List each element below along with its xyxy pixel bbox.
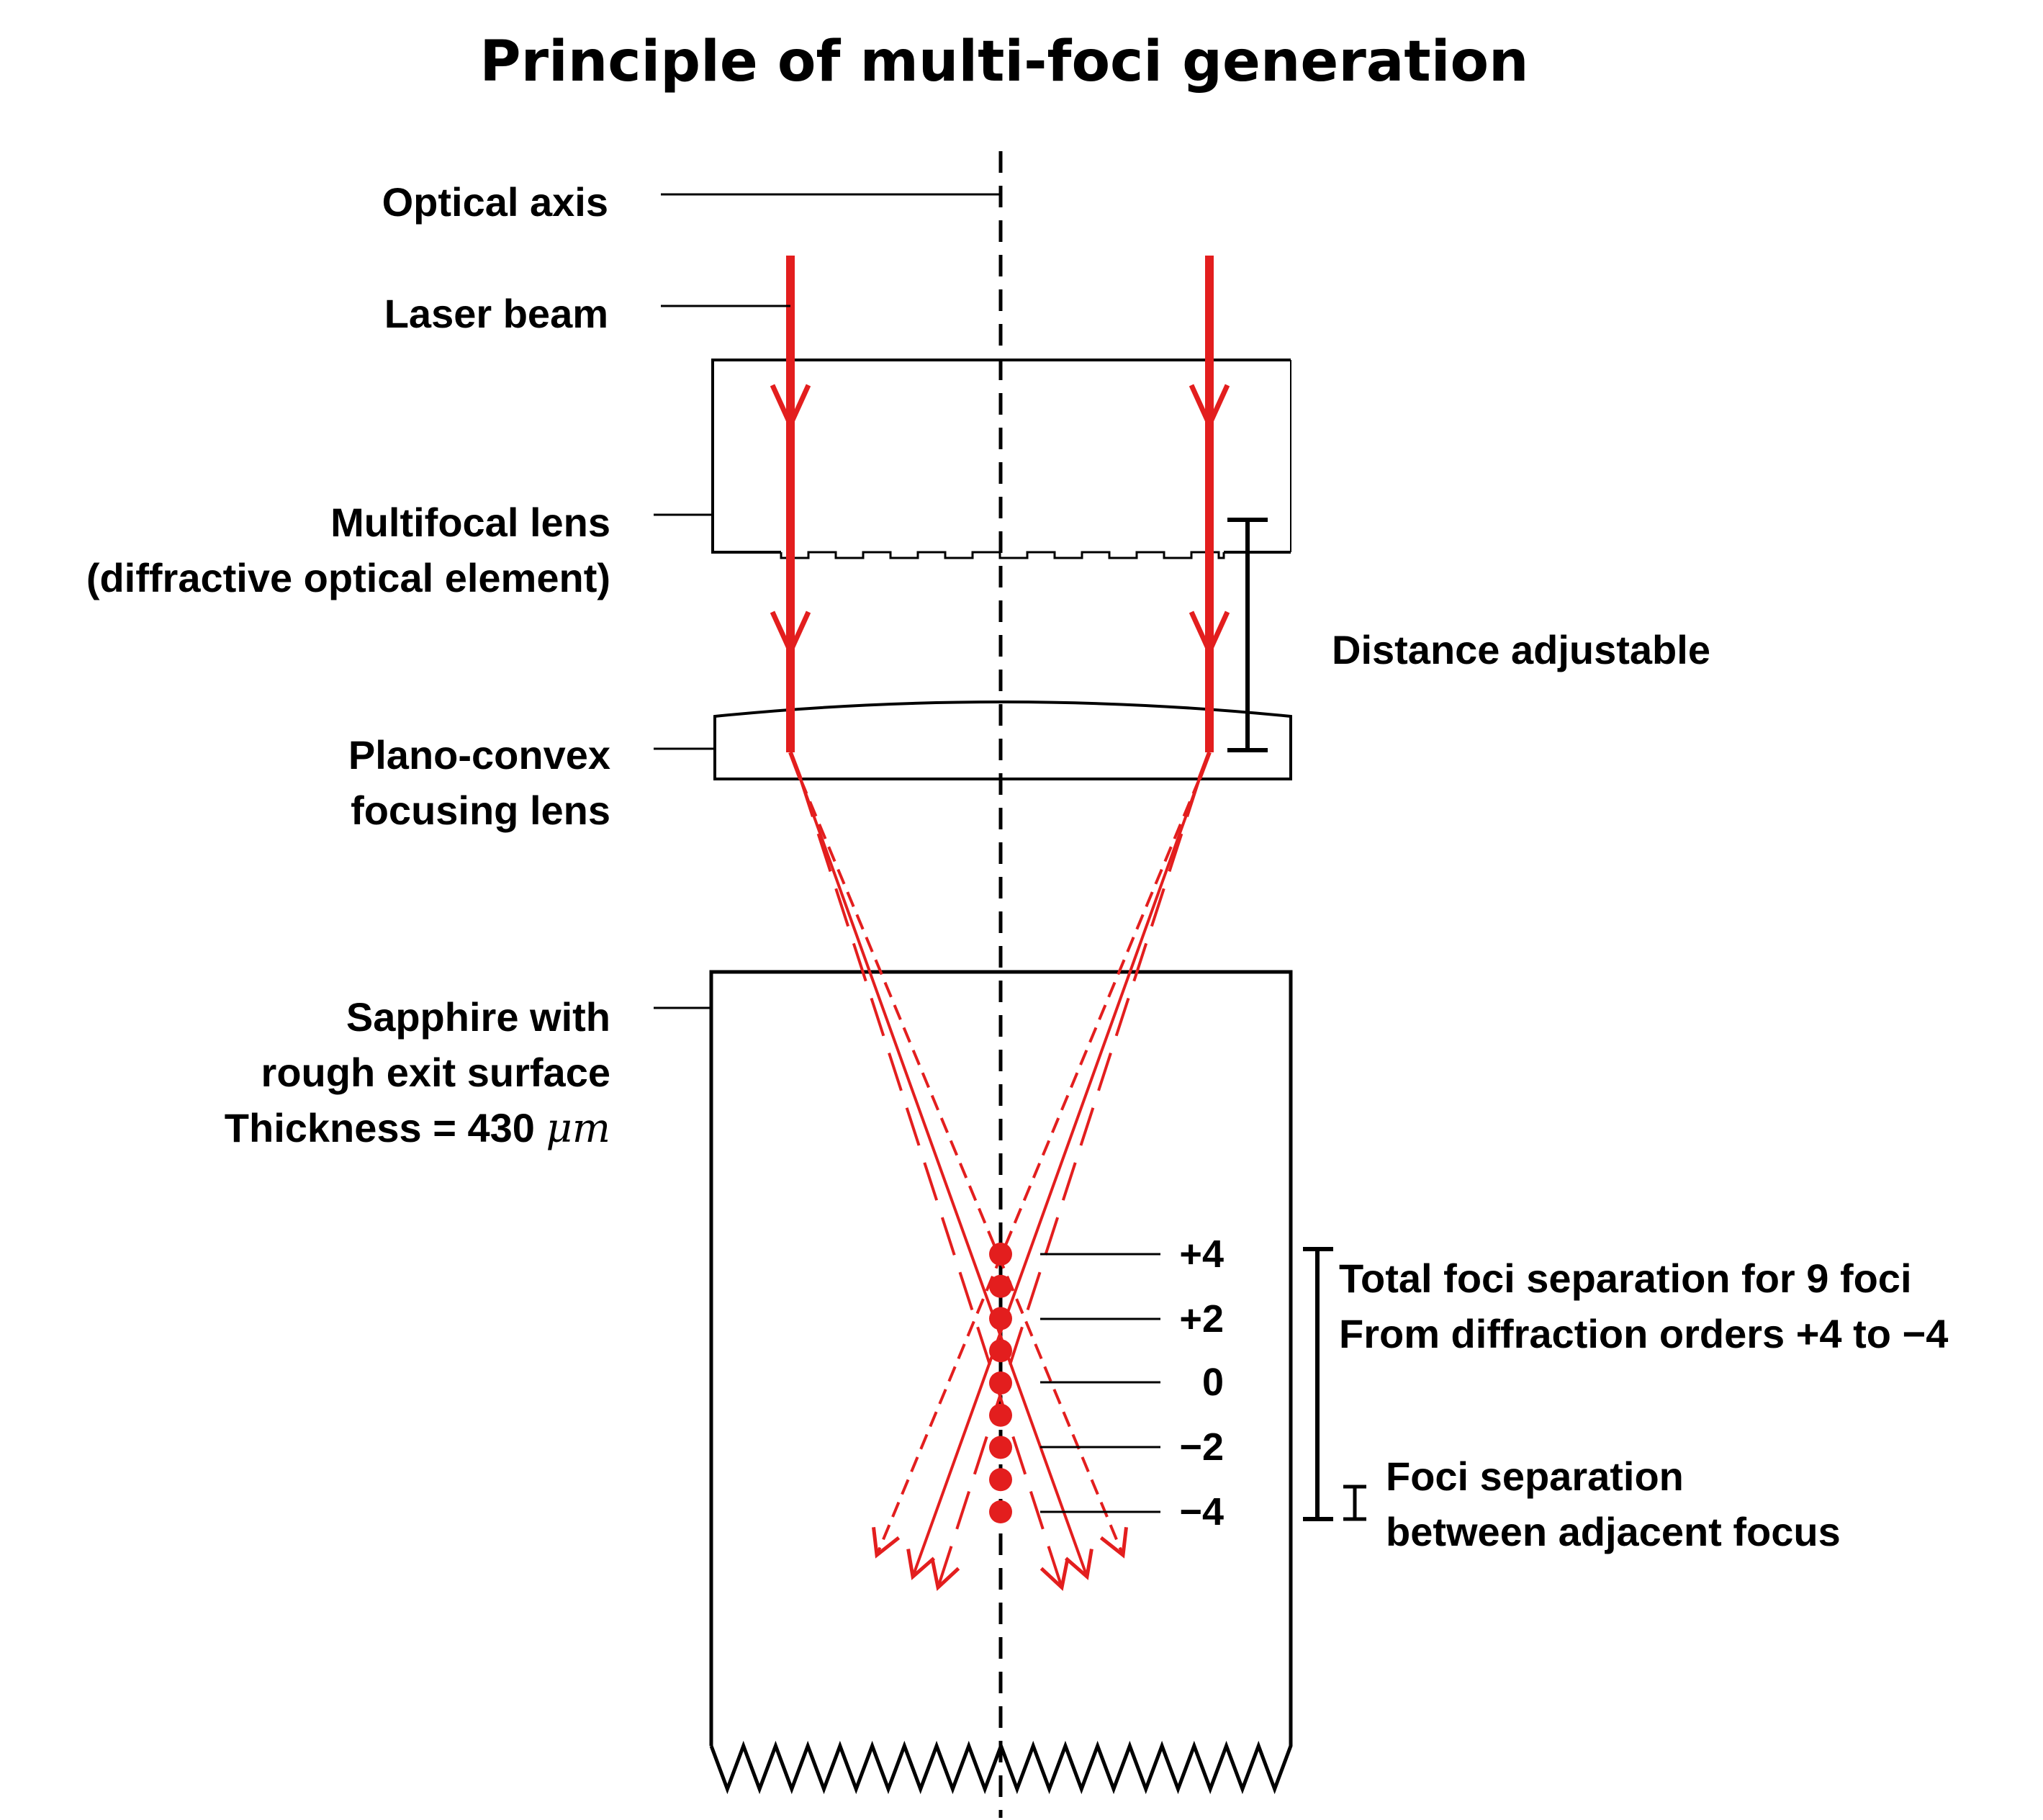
distance-adjustable-bracket [1227, 518, 1268, 752]
label-multifocal-lens: Multifocal lens [330, 500, 610, 545]
foci-points [989, 1243, 1012, 1523]
ray-right-solid [906, 778, 1201, 1580]
left-leaders [654, 193, 1001, 1009]
label-optical-axis: Optical axis [382, 179, 608, 225]
focus-point [989, 1371, 1012, 1395]
ray-left-long-dash [799, 778, 1070, 1591]
total-separation-bracket [1303, 1247, 1333, 1521]
order-label-0: 0 [1202, 1361, 1224, 1404]
multifocal-lens [711, 359, 1291, 559]
page-title: Principle of multi-foci generation [479, 30, 1528, 94]
focus-point [989, 1468, 1012, 1492]
converging-rays [799, 778, 1201, 1591]
label-diffraction-orders: From diffraction orders +4 to −4 [1339, 1311, 1948, 1356]
beam-arrowhead-right-upper [1189, 384, 1230, 426]
focus-point [989, 1307, 1012, 1330]
ray-left-solid [799, 778, 1093, 1580]
label-focusing-lens: focusing lens [351, 788, 610, 833]
focus-point [989, 1243, 1012, 1266]
label-foci-separation: Foci separation [1386, 1454, 1684, 1499]
label-rough-exit-surface: rough exit surface [261, 1050, 610, 1095]
order-label-plus4: +4 [1179, 1233, 1224, 1276]
label-diffractive-element: (diffractive optical element) [86, 555, 610, 600]
ray-right-long-dash [930, 778, 1201, 1591]
focus-point [989, 1436, 1012, 1459]
beam-arrowhead-left-lower [770, 611, 811, 653]
beam-arrowhead-right-lower [1189, 611, 1230, 653]
order-label-minus2: −2 [1179, 1425, 1224, 1469]
label-thickness: Thickness = 430 μm [225, 1105, 610, 1152]
label-distance-adjustable: Distance adjustable [1332, 627, 1710, 672]
focus-point [989, 1339, 1012, 1363]
label-laser-beam: Laser beam [384, 291, 608, 336]
laser-beams [770, 256, 1230, 780]
focus-point [989, 1500, 1012, 1523]
focus-point [989, 1403, 1012, 1427]
ray-left-short-dash [799, 778, 1128, 1559]
order-labels: +4 +2 0 −2 −4 [1179, 1233, 1224, 1533]
order-leaders [1040, 1253, 1160, 1513]
ray-right-short-dash [872, 778, 1201, 1559]
label-total-separation: Total foci separation for 9 foci [1339, 1256, 1912, 1301]
order-label-minus4: −4 [1179, 1490, 1224, 1533]
focus-point [989, 1274, 1012, 1298]
label-sapphire: Sapphire with [346, 994, 610, 1040]
label-plano-convex: Plano-convex [348, 732, 610, 778]
label-between-adjacent: between adjacent focus [1386, 1509, 1841, 1554]
adjacent-separation-bracket [1343, 1485, 1366, 1521]
sapphire-substrate [709, 970, 1293, 1795]
beam-arrowhead-left-upper [770, 384, 811, 426]
order-label-plus2: +2 [1179, 1297, 1224, 1341]
doe-surface-profile [780, 551, 1225, 559]
